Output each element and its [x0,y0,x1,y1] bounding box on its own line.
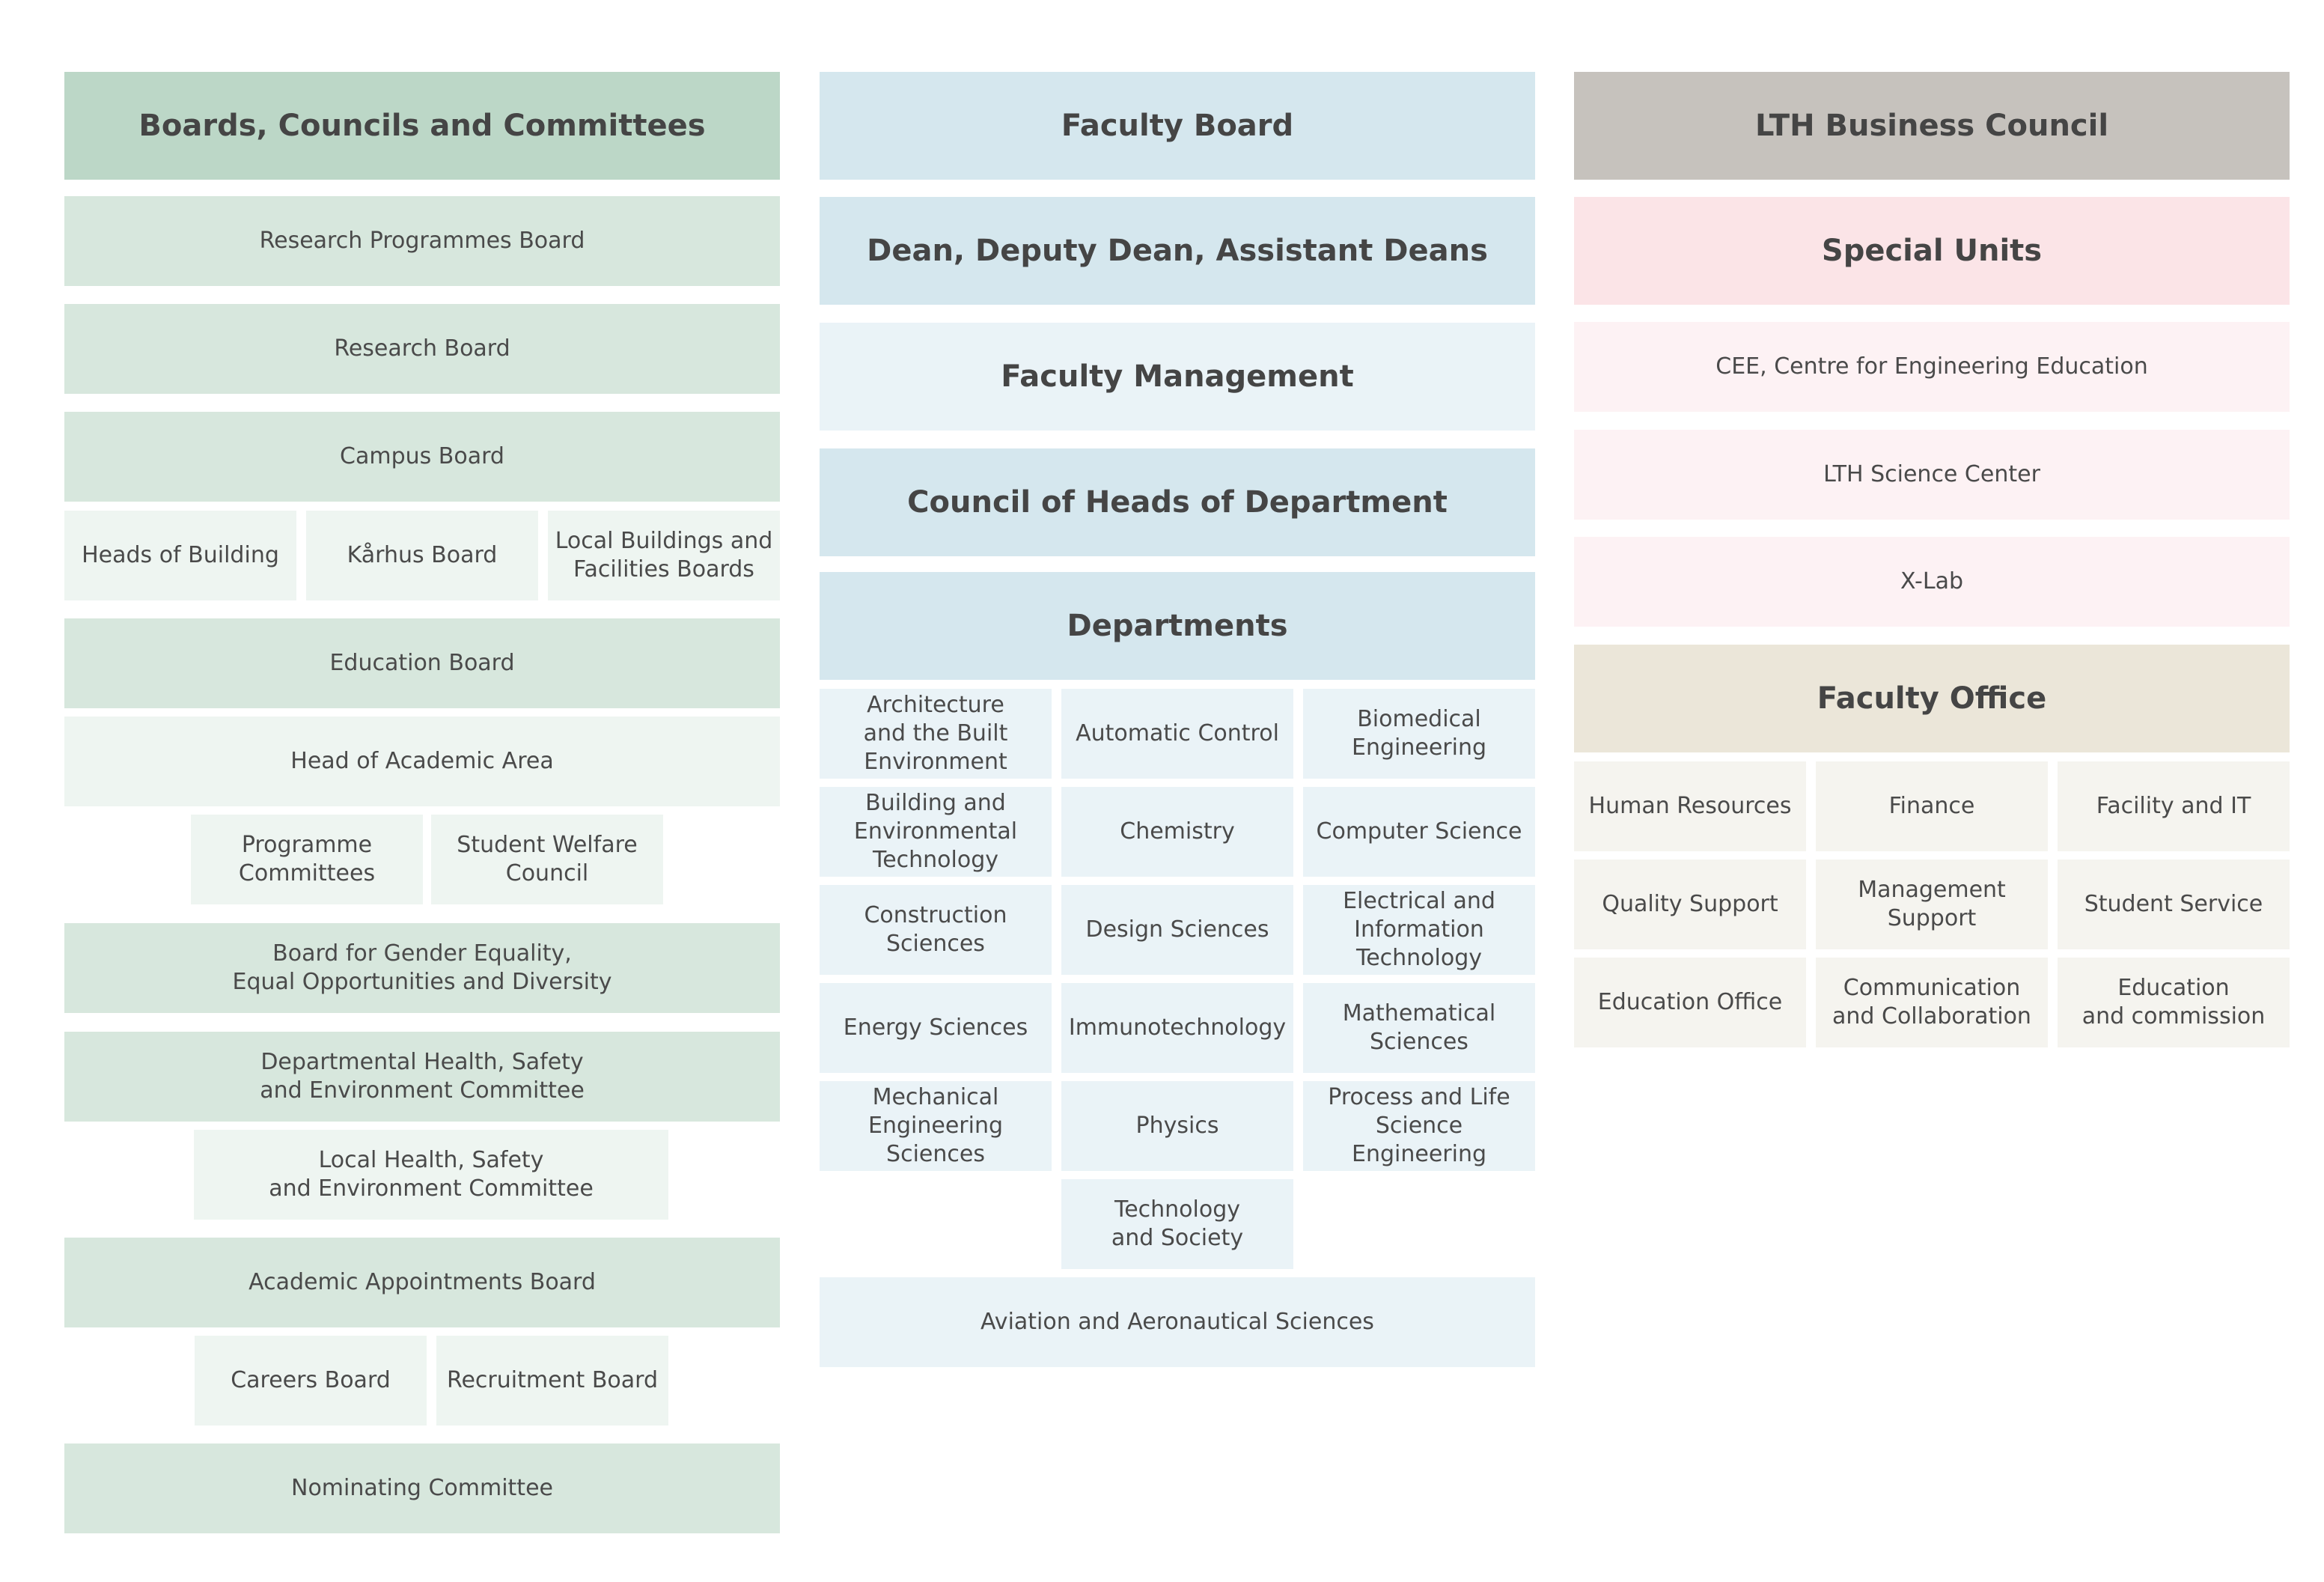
local-buildings-facilities-boards: Local Buildings and Facilities Boards [548,511,780,600]
karhus-board: Kårhus Board [306,511,538,600]
boards-councils-committees-header: Boards, Councils and Committees [64,72,780,180]
head-of-academic-area: Head of Academic Area [64,717,780,806]
local-hse-committee: Local Health, Safety and Environment Com… [194,1130,668,1220]
department-item: Biomedical Engineering [1303,689,1535,779]
special-units-header: Special Units [1574,197,2290,305]
x-lab: X-Lab [1574,537,2290,627]
departments-header: Departments [820,572,1535,680]
student-welfare-council: Student Welfare Council [431,815,663,904]
office-unit: Quality Support [1574,860,1806,949]
recruitment-board: Recruitment Board [436,1336,668,1426]
department-item: Design Sciences [1061,885,1293,975]
deans-box: Dean, Deputy Dean, Assistant Deans [820,197,1535,305]
department-item: Process and Life Science Engineering [1303,1081,1535,1171]
department-item: Physics [1061,1081,1293,1171]
department-item: Automatic Control [1061,689,1293,779]
cee-centre: CEE, Centre for Engineering Education [1574,322,2290,412]
department-item: Construction Sciences [820,885,1052,975]
heads-of-building: Heads of Building [64,511,296,600]
lth-science-center: LTH Science Center [1574,430,2290,520]
department-item: Energy Sciences [820,983,1052,1073]
office-unit: Student Service [2058,860,2290,949]
lth-business-council: LTH Business Council [1574,72,2290,180]
department-item: Immunotechnology [1061,983,1293,1073]
education-board: Education Board [64,618,780,708]
department-item: Technology and Society [1061,1179,1293,1269]
careers-board: Careers Board [195,1336,427,1426]
office-unit: Human Resources [1574,761,1806,851]
faculty-board: Faculty Board [820,72,1535,180]
departmental-hse-committee: Departmental Health, Safety and Environm… [64,1032,780,1122]
faculty-office-header: Faculty Office [1574,645,2290,752]
department-item: Mechanical Engineering Sciences [820,1081,1052,1171]
programme-committees: Programme Committees [191,815,423,904]
gender-equality-board: Board for Gender Equality, Equal Opportu… [64,923,780,1013]
office-unit: Finance [1816,761,2048,851]
faculty-management: Faculty Management [820,323,1535,431]
office-unit: Management Support [1816,860,2048,949]
office-unit: Facility and IT [2058,761,2290,851]
department-item: Electrical and Information Technology [1303,885,1535,975]
department-item: Computer Science [1303,787,1535,877]
academic-appointments-board: Academic Appointments Board [64,1238,780,1327]
office-unit: Education Office [1574,958,1806,1047]
nominating-committee: Nominating Committee [64,1443,780,1533]
department-item: Architecture and the Built Environment [820,689,1052,779]
council-of-heads-of-department: Council of Heads of Department [820,448,1535,556]
research-board: Research Board [64,304,780,394]
aviation-aeronautical-sciences: Aviation and Aeronautical Sciences [820,1277,1535,1367]
campus-board: Campus Board [64,412,780,502]
office-unit: Education and commission [2058,958,2290,1047]
office-unit: Communication and Collaboration [1816,958,2048,1047]
department-item: Mathematical Sciences [1303,983,1535,1073]
department-item: Chemistry [1061,787,1293,877]
department-item: Building and Environmental Technology [820,787,1052,877]
research-programmes-board: Research Programmes Board [64,196,780,286]
